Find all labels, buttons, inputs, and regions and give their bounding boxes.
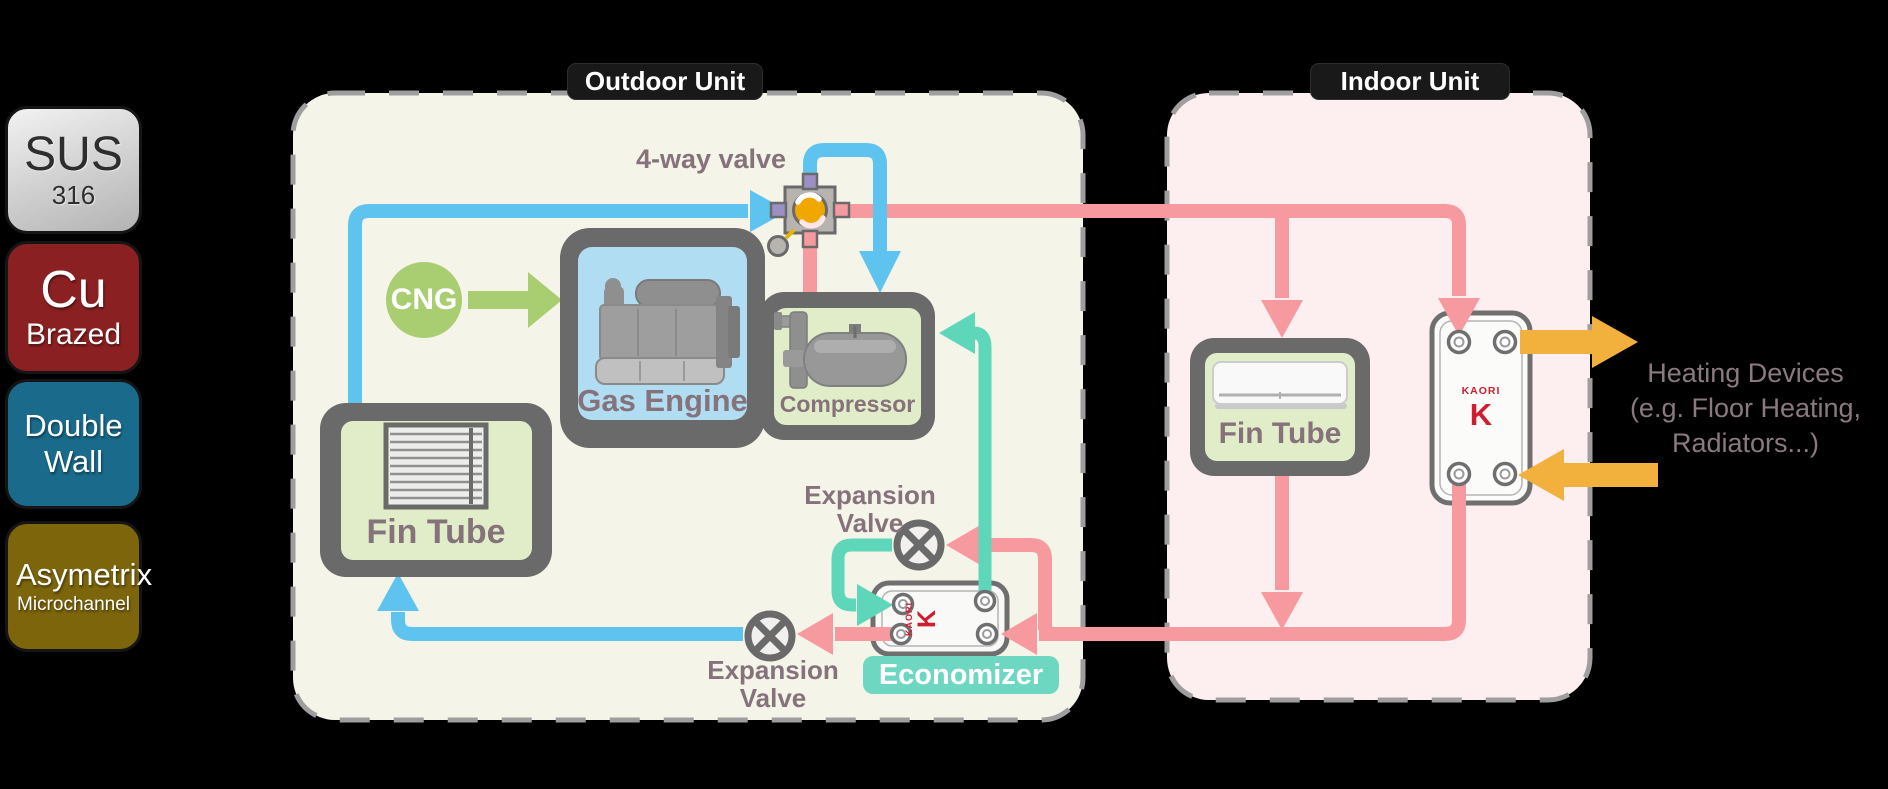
badge-double-wall-title: Double Wall	[24, 408, 123, 479]
four-way-valve-label: 4-way valve	[635, 144, 787, 174]
cold-refrigerant-arrowheads	[377, 190, 901, 611]
badge-asymetrix-title: Asymetrix	[16, 556, 153, 592]
badge-sus316: SUS 316	[5, 106, 142, 234]
expansion-valve-upper-label: Expansion Valve	[804, 480, 936, 538]
hot-water-supply-arrow	[1520, 316, 1638, 368]
injection-arrowheads	[857, 312, 975, 626]
cold-refrigerant-pipes	[348, 143, 887, 641]
badge-cu-subtitle: Brazed	[25, 317, 122, 351]
badge-cu-title: Cu	[40, 260, 107, 319]
indoor-plate-heat-exchanger-icon	[1429, 310, 1533, 506]
gas-engine-icon	[595, 278, 740, 385]
cng-circle-icon	[386, 262, 462, 338]
hot-refrigerant-arrowheads	[797, 298, 1480, 655]
water-return-arrow	[1518, 449, 1658, 501]
heating-devices-annotation: Heating Devices (e.g. Floor Heating, Rad…	[1629, 358, 1862, 458]
economizer-label: Economizer	[863, 656, 1059, 694]
outdoor-fin-tube-label: Fin Tube	[366, 513, 506, 551]
badge-sus316-subtitle: 316	[51, 180, 96, 210]
heat-exchanger-ports	[889, 329, 1518, 646]
indoor-unit-title: Indoor Unit	[1310, 63, 1510, 100]
cng-label: CNG	[390, 283, 458, 316]
kaori-k-mark: K	[913, 609, 941, 629]
compressor-label: Compressor	[779, 391, 916, 417]
gas-engine-label: Gas Engine	[577, 383, 748, 418]
indoor-fin-tube-icon	[1212, 361, 1348, 409]
injection-pipes	[831, 326, 992, 612]
expansion-valve-upper-icon	[893, 519, 945, 571]
indoor-fin-tube-label: Fin Tube	[1218, 417, 1342, 450]
kaori-brand-text: KAORI	[1461, 385, 1501, 397]
badge-asymetrix: Asymetrix Microchannel	[5, 521, 153, 652]
badge-cu-brazed: Cu Brazed	[5, 241, 142, 374]
kaori-k-mark: K	[1469, 396, 1493, 432]
expansion-valve-lower-label: Expansion Valve	[707, 655, 839, 713]
expansion-valve-lower-icon	[744, 610, 796, 662]
outdoor-fin-tube-icon	[383, 422, 489, 510]
badge-asymetrix-subtitle: Microchannel	[17, 593, 130, 615]
heat-exchanger-port-rings	[896, 336, 1511, 639]
badge-double-wall: Double Wall	[5, 379, 142, 509]
compressor-icon	[774, 311, 907, 389]
kaori-logo-economizer: KAORI K	[904, 587, 965, 651]
cng-arrow-icon	[468, 272, 562, 328]
kaori-logo-indoor-bphe: KAORI K	[1449, 386, 1513, 430]
outdoor-unit-title: Outdoor Unit	[567, 63, 763, 100]
badge-sus316-title: SUS	[24, 128, 123, 181]
four-way-valve-icon	[767, 172, 851, 257]
